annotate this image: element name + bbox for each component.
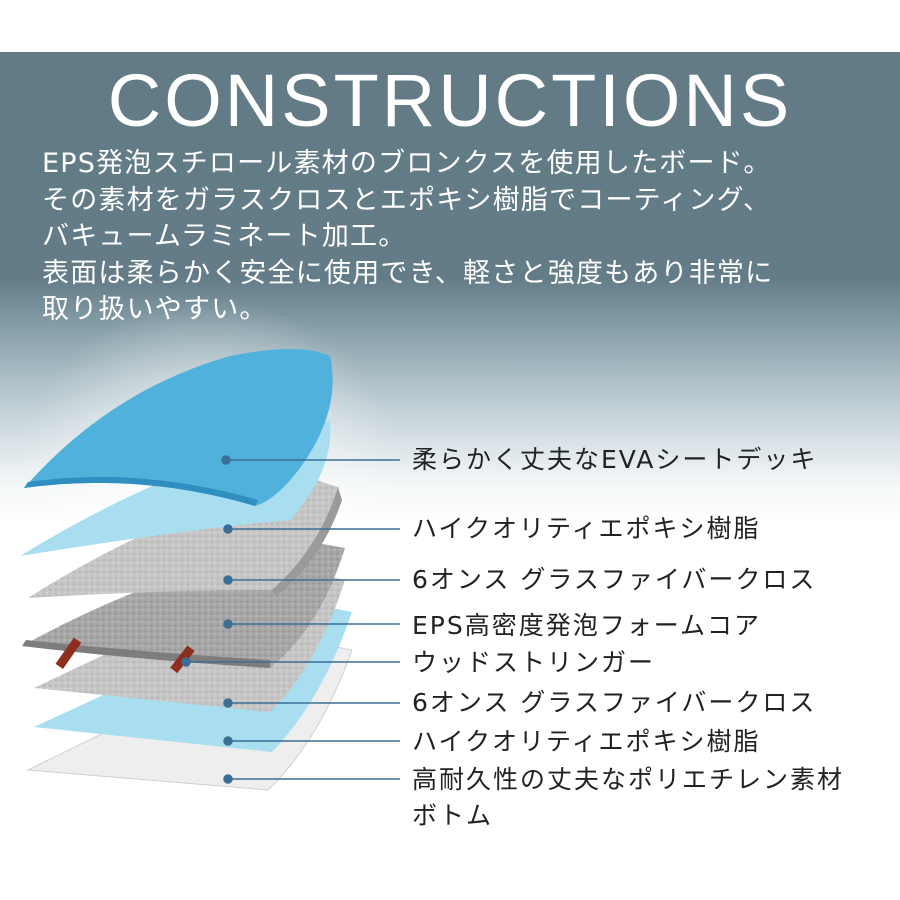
layer-label-lower-resin: ハイクオリティエポキシ樹脂 <box>412 727 761 756</box>
layer-label-upper-fiberglass: 6オンス グラスファイバークロス <box>412 565 817 594</box>
layer-label-foam-core: EPS高密度発泡フォームコア <box>412 611 761 640</box>
foam-core-edge <box>22 640 270 668</box>
eva-deck-edge <box>24 476 258 506</box>
page-title: CONSTRUCTIONS <box>107 59 793 142</box>
description-line: その素材をガラスクロスとエポキシ樹脂でコーティング、 <box>42 184 772 216</box>
leader-dot <box>223 575 233 585</box>
eva-deck-layer <box>24 349 333 506</box>
description-line: バキュームラミネート加工。 <box>42 221 407 252</box>
description: EPS発泡スチロール素材のブロンクスを使用したボード。 その素材をガラスクロスと… <box>42 146 882 329</box>
leader-dot <box>223 619 233 629</box>
leader-dot <box>223 736 233 746</box>
layer-label-wood-stringer: ウッドストリンガー <box>412 648 656 677</box>
layer-label-upper-resin: ハイクオリティエポキシ樹脂 <box>412 514 761 543</box>
description-line: EPS発泡スチロール素材のブロンクスを使用したボード。 <box>42 148 772 179</box>
leader-dot <box>223 524 233 534</box>
leader-dot <box>223 698 233 708</box>
leader-dot <box>223 774 233 784</box>
leader-lines <box>181 455 400 784</box>
leader-dot <box>221 455 231 465</box>
layer-label-bottom-line: ボトム <box>412 801 494 830</box>
layer-label-lower-fiberglass: 6オンス グラスファイバークロス <box>412 688 817 717</box>
description-line: 表面は柔らかく安全に使用でき、軽さと強度もあり非常に <box>42 257 774 289</box>
layer-label-bottom-line: 高耐久性の丈夫なポリエチレン素材 <box>412 765 845 794</box>
leader-dot <box>181 657 191 667</box>
upper-fiberglass-edge <box>272 487 342 596</box>
wood-stringer-left <box>55 637 82 669</box>
layer-label-bottom: 高耐久性の丈夫なポリエチレン素材 ボトム <box>412 762 892 834</box>
layer-label-eva-deck: 柔らかく丈夫なEVAシートデッキ <box>412 445 818 474</box>
